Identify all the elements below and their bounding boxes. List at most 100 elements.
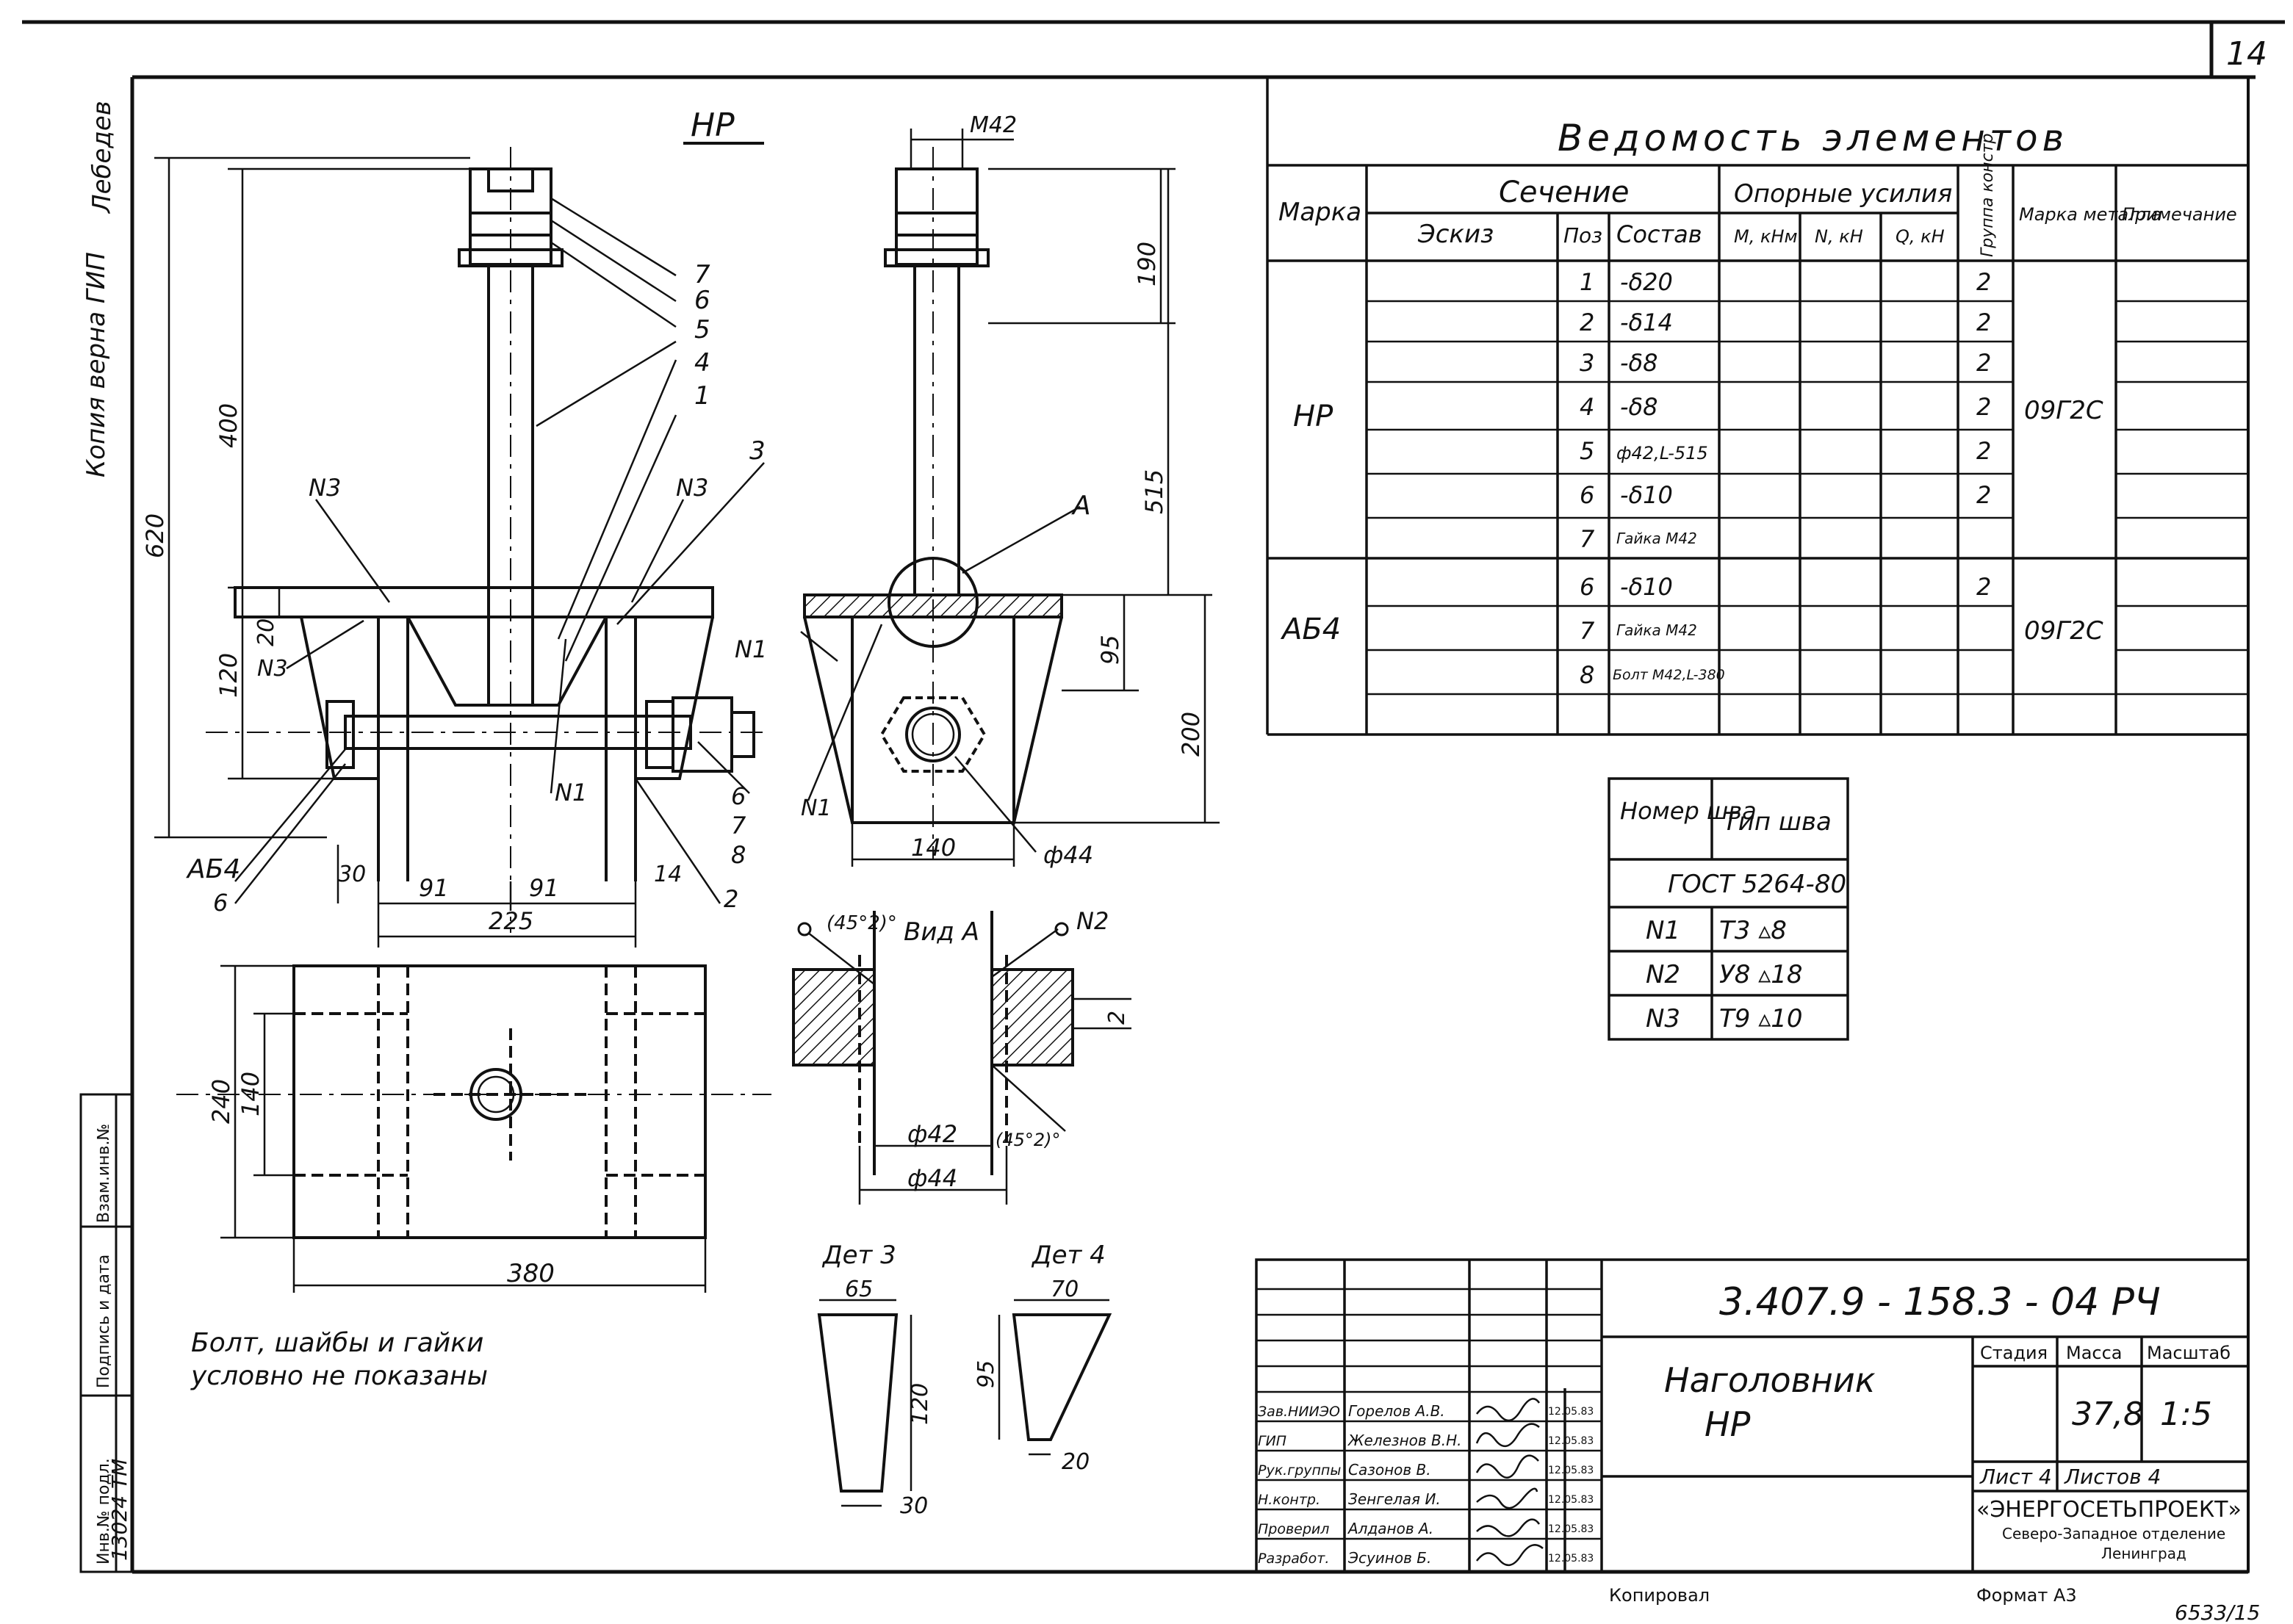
dim-phi42: ф42 xyxy=(907,1120,957,1148)
row-pos: 2 xyxy=(1580,308,1594,336)
dim-400: 400 xyxy=(215,403,242,448)
sign-date: 12.05.83 xyxy=(1548,1406,1594,1418)
weld-n3-c: N3 xyxy=(676,474,708,502)
row-comp: Болт М42,L-380 xyxy=(1613,667,1725,683)
col-composition: Состав xyxy=(1616,220,1702,248)
row-comp: -δ8 xyxy=(1620,393,1657,421)
signature-scribbles xyxy=(1475,1398,1544,1566)
weld-standard: ГОСТ 5264-80 xyxy=(1668,870,1846,899)
table-row: 7 Гайка М42 xyxy=(1580,617,1697,645)
weld-type: Т9 ▵10 xyxy=(1719,1004,1803,1033)
detail-4-drawing xyxy=(998,1299,1112,1456)
weld-col-type: Тип шва xyxy=(1723,807,1832,837)
elements-table-title: Ведомость элементов xyxy=(1558,117,2068,159)
main-view-leaders xyxy=(234,197,765,904)
dim-380: 380 xyxy=(507,1259,555,1288)
weld-n1-c: N1 xyxy=(801,795,832,821)
main-view-dims xyxy=(154,156,637,948)
person-name: Сазонов В. xyxy=(1348,1461,1431,1479)
role: Разработ. xyxy=(1258,1551,1329,1567)
row-pos: 7 xyxy=(1580,617,1595,645)
detail-3-title: Дет 3 xyxy=(821,1241,896,1270)
table-row: 8 Болт М42,L-380 xyxy=(1580,661,1725,689)
role: Проверил xyxy=(1258,1521,1329,1537)
pos-7: 7 xyxy=(694,260,710,289)
row-group: 2 xyxy=(1976,268,1991,296)
signature-row: Проверил Алданов А. 12.05.83 xyxy=(1258,1520,1594,1537)
det4-dim-70: 70 xyxy=(1051,1277,1079,1302)
weld-row: N3 Т9 ▵10 xyxy=(1646,1004,1803,1033)
dim-phi44b: ф44 xyxy=(907,1164,957,1192)
dim-91a: 91 xyxy=(419,874,449,902)
weld-no: N1 xyxy=(1646,916,1680,945)
weld-type: У8 ▵18 xyxy=(1719,960,1803,989)
dim-angle-2: (45°2)° xyxy=(996,1130,1061,1150)
product-name-line1: Наголовник xyxy=(1664,1360,1876,1400)
row-group: 2 xyxy=(1976,349,1991,377)
row-comp: -δ14 xyxy=(1620,308,1673,336)
sheet-frame xyxy=(22,20,2285,1574)
dim-95: 95 xyxy=(1096,635,1124,665)
sign-date: 12.05.83 xyxy=(1548,1523,1594,1535)
pos-6b: 6 xyxy=(731,782,746,810)
title-block-grid xyxy=(1255,1258,2250,1573)
margin-signature: Лебедев xyxy=(87,101,117,214)
sign-date-label: Подпись и дата xyxy=(95,1255,113,1388)
table-row: 6 -δ10 2 xyxy=(1580,481,1991,509)
det3-dim-30: 30 xyxy=(900,1493,928,1519)
person-name: Зенгелая И. xyxy=(1348,1490,1441,1508)
weld-no: N3 xyxy=(1646,1004,1680,1033)
copied-label: Копировал xyxy=(1609,1585,1710,1606)
signature-row: Н.контр. Зенгелая И. 12.05.83 xyxy=(1258,1490,1594,1508)
person-name: Горелов А.В. xyxy=(1348,1402,1445,1420)
row-comp: Гайка М42 xyxy=(1616,530,1697,547)
row-comp: Гайка М42 xyxy=(1616,621,1697,639)
det4-dim-95: 95 xyxy=(973,1360,999,1388)
view-a-drawing xyxy=(792,911,1074,1175)
group-steel: 09Г2С xyxy=(2024,616,2103,646)
inv-no-label: Инв.№ подл. xyxy=(95,1458,113,1565)
role: ГИП xyxy=(1258,1433,1286,1449)
plan-view-dims xyxy=(220,964,707,1293)
weld-n3-b: N3 xyxy=(257,656,288,682)
sheet-label: Лист 4 xyxy=(1979,1465,2052,1489)
signature-row: Зав.НИИЭО Горелов А.В. 12.05.83 xyxy=(1258,1402,1594,1420)
row-comp: -δ8 xyxy=(1620,349,1657,377)
dim-190: 190 xyxy=(1133,242,1161,286)
col-section: Сечение xyxy=(1499,176,1630,209)
inv-no-value: 13024 ТМ xyxy=(107,1459,132,1561)
dim-140v: 140 xyxy=(237,1072,264,1116)
group-mark: АБ4 xyxy=(1280,613,1341,646)
det4-dim-20: 20 xyxy=(1062,1449,1090,1475)
row-comp: -δ10 xyxy=(1620,573,1673,601)
col-support: Опорные усилия xyxy=(1734,179,1952,209)
row-pos: 6 xyxy=(1580,573,1594,601)
dim-30: 30 xyxy=(338,862,366,887)
weld-n2: N2 xyxy=(1076,907,1109,935)
row-pos: 3 xyxy=(1580,349,1594,377)
scale-value: 1:5 xyxy=(2160,1396,2212,1433)
table-row: 5 ф42,L-515 2 xyxy=(1580,437,1991,465)
table-row: 1 -δ20 2 xyxy=(1580,268,1991,296)
dim-515: 515 xyxy=(1140,469,1168,514)
row-pos: 6 xyxy=(1580,481,1594,509)
dim-m42: М42 xyxy=(970,112,1017,138)
replaced-inv-label: Взам.инв.№ xyxy=(95,1124,113,1223)
det3-dim-65: 65 xyxy=(845,1277,873,1302)
signature-row: Разработ. Эсуинов Б. 12.05.83 xyxy=(1258,1549,1594,1567)
row-pos: 4 xyxy=(1580,393,1594,421)
pos-8b: 8 xyxy=(731,841,746,869)
view-a-dims xyxy=(807,928,1131,1205)
row-pos: 1 xyxy=(1580,268,1594,296)
weld-table-grid xyxy=(1608,777,1849,1041)
sheets-label: Листов 4 xyxy=(2064,1465,2161,1489)
dim-620: 620 xyxy=(141,513,169,558)
row-comp: -δ10 xyxy=(1620,481,1673,509)
row-group: 2 xyxy=(1976,437,1991,465)
main-view-drawing xyxy=(206,147,764,933)
role: Рук.группы xyxy=(1258,1462,1341,1479)
role: Н.контр. xyxy=(1258,1492,1320,1508)
view-a-title: Вид А xyxy=(904,917,979,947)
mass-header: Масса xyxy=(2066,1343,2123,1363)
side-view-drawing xyxy=(803,147,1063,859)
